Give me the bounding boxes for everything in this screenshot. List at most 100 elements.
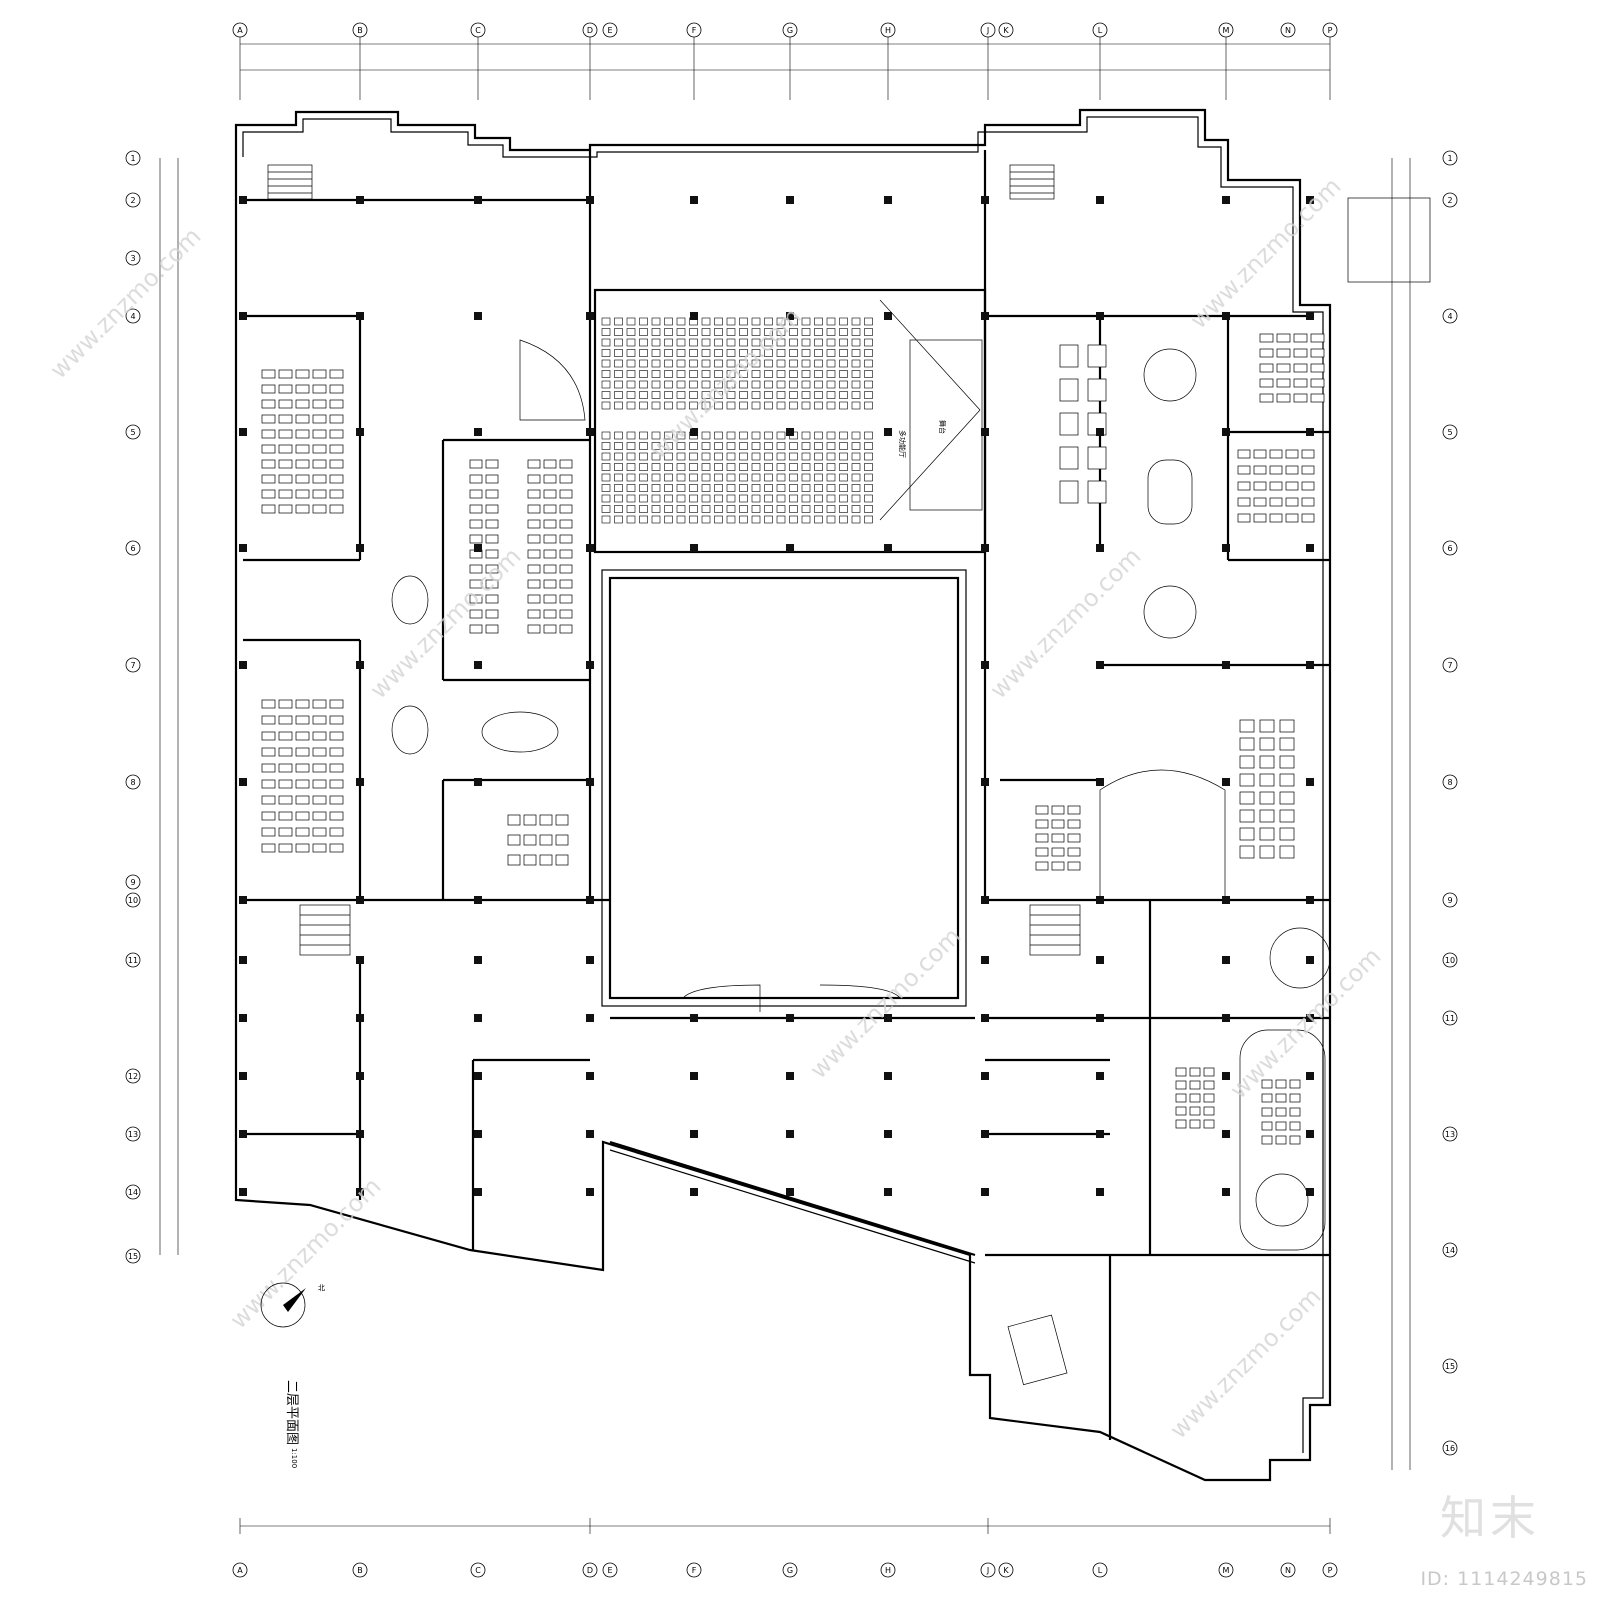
structural-column: [981, 661, 989, 669]
structural-column: [786, 428, 794, 436]
desk: [1035, 861, 1049, 871]
desk: [295, 843, 310, 853]
grid-label: G: [787, 1566, 793, 1575]
desk: [527, 459, 541, 469]
seat: [789, 484, 798, 492]
seat: [651, 328, 661, 336]
desk: [559, 609, 573, 619]
seat: [839, 452, 848, 461]
seat: [851, 484, 861, 492]
seat: [864, 391, 873, 399]
seat: [764, 452, 773, 461]
seat: [764, 431, 773, 440]
desk: [329, 384, 344, 394]
seat: [839, 431, 848, 440]
desk: [1203, 1080, 1215, 1090]
desk: [539, 814, 553, 826]
grid-label: M: [1223, 1566, 1230, 1575]
seat: [676, 380, 686, 389]
structural-column: [586, 1188, 594, 1196]
grid-label: 8: [1447, 778, 1452, 787]
desk: [1067, 861, 1081, 871]
grid-label: A: [237, 26, 243, 35]
seat: [601, 515, 611, 524]
desk: [329, 369, 344, 379]
seat: [839, 473, 848, 482]
grid-label: B: [357, 1566, 363, 1575]
seat: [676, 370, 686, 378]
structural-column: [1306, 1014, 1314, 1022]
seat: [864, 463, 873, 471]
seat: [639, 370, 648, 378]
seat: [826, 494, 836, 503]
seat: [814, 370, 823, 378]
seat: [864, 317, 873, 326]
seat: [651, 442, 661, 450]
seat: [776, 431, 786, 440]
desk: [555, 814, 569, 826]
desk: [329, 504, 344, 514]
seat: [601, 328, 611, 336]
desk: [261, 731, 276, 741]
seat: [776, 349, 786, 357]
structural-column: [1096, 778, 1104, 786]
seat: [739, 431, 748, 440]
grid-bubbles-right: 1 2 4 5 6 7 8 9 10 11 13 14 15 16: [1442, 150, 1458, 1456]
seat: [676, 338, 686, 347]
desk: [1051, 819, 1065, 829]
seat: [789, 494, 798, 503]
desk: [559, 489, 573, 499]
seat: [726, 317, 736, 326]
structural-column: [239, 544, 247, 552]
seat: [626, 494, 636, 503]
classroom-desks: [261, 333, 1325, 1145]
desk: [539, 854, 553, 866]
structural-column: [884, 428, 892, 436]
grid-label: 1: [1447, 154, 1452, 163]
seat: [664, 431, 673, 440]
auditorium-label: 多功能厅: [898, 430, 907, 458]
seat: [726, 401, 736, 410]
seat: [626, 359, 636, 368]
desk: [1259, 845, 1275, 859]
seat: [714, 442, 723, 450]
desk: [1035, 805, 1049, 815]
desk: [1259, 773, 1275, 787]
desk: [543, 609, 557, 619]
seat: [839, 505, 848, 513]
structural-column: [586, 896, 594, 904]
desk: [485, 579, 499, 589]
seat: [639, 431, 648, 440]
seat: [701, 328, 711, 336]
seat: [839, 380, 848, 389]
grid-label: H: [885, 26, 891, 35]
seat: [826, 338, 836, 347]
seat: [764, 359, 773, 368]
desk: [261, 843, 276, 853]
seat: [726, 359, 736, 368]
seat: [801, 317, 811, 326]
desk: [261, 747, 276, 757]
desk: [1259, 393, 1274, 403]
grid-label: 4: [130, 312, 135, 321]
seat: [764, 442, 773, 450]
seat: [814, 338, 823, 347]
seat: [739, 515, 748, 524]
seat: [614, 442, 623, 450]
desk: [1269, 481, 1283, 491]
seat: [789, 338, 798, 347]
seat: [639, 452, 648, 461]
seat: [789, 452, 798, 461]
seat: [814, 484, 823, 492]
left-dimension-lines: [159, 158, 179, 1255]
structural-column: [1306, 312, 1314, 320]
desk: [539, 834, 553, 846]
desk: [507, 834, 521, 846]
seat: [814, 328, 823, 336]
structural-column: [786, 1130, 794, 1138]
seat: [801, 494, 811, 503]
seat: [739, 484, 748, 492]
grid-label: A: [237, 1566, 243, 1575]
exterior-walls: [234, 108, 1332, 1482]
desk: [261, 779, 276, 789]
